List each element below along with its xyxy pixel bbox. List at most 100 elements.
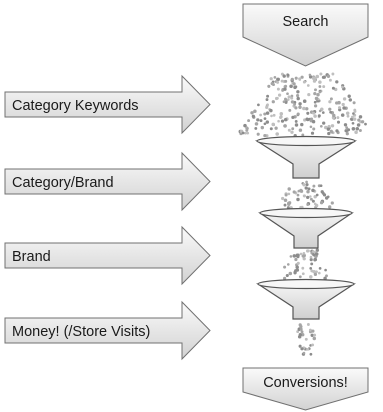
particle-dot	[306, 111, 310, 115]
particle-dot	[296, 112, 300, 116]
particle-dot	[341, 85, 344, 89]
particle-dot	[271, 122, 275, 127]
particle-dot	[330, 124, 335, 128]
particle-dot	[265, 111, 270, 115]
particle-dot	[316, 92, 320, 97]
particle-dot	[340, 113, 345, 117]
particle-dot	[296, 261, 300, 265]
particle-dot	[306, 195, 310, 200]
particle-dot	[287, 187, 291, 191]
particle-dot	[289, 84, 293, 89]
particle-dot	[360, 120, 365, 124]
particle-dot	[314, 96, 319, 101]
particle-dot	[308, 328, 312, 332]
particle-dot	[353, 108, 357, 112]
particle-dots	[238, 72, 367, 356]
particle-dot	[290, 77, 294, 81]
particle-dot	[326, 195, 330, 199]
particle-dot	[309, 125, 313, 129]
particle-dot	[295, 265, 299, 269]
particle-dot	[277, 119, 280, 123]
particle-dot	[306, 249, 310, 253]
particle-dot	[283, 87, 287, 91]
particle-dot	[330, 130, 334, 134]
particle-dot	[308, 73, 312, 77]
particle-dot	[306, 190, 310, 194]
particle-dot	[329, 110, 332, 114]
particle-dot	[332, 113, 336, 118]
particle-dot	[331, 86, 335, 90]
particle-dot	[298, 78, 302, 81]
particle-dot	[291, 115, 295, 120]
stage-label-money: Money! (/Store Visits)	[12, 324, 150, 340]
particle-dot	[321, 75, 325, 79]
particle-dot	[306, 84, 310, 87]
particle-dot	[346, 114, 350, 118]
particle-dot	[328, 205, 332, 209]
particle-dot	[311, 329, 315, 333]
particle-dot	[312, 336, 317, 341]
particle-dot	[298, 105, 302, 109]
particle-dot	[276, 80, 280, 84]
particle-dot	[312, 79, 317, 83]
particle-dot	[265, 105, 269, 109]
particle-dot	[313, 272, 318, 277]
particle-dot	[310, 117, 314, 121]
particle-dot	[247, 119, 251, 123]
particle-dot	[283, 265, 287, 269]
particle-dot	[352, 101, 356, 105]
particle-dot	[272, 113, 276, 117]
particle-dot	[331, 72, 335, 76]
particle-dot	[289, 255, 293, 258]
particle-dot	[315, 193, 319, 197]
particle-dot	[287, 192, 291, 196]
particle-dot	[310, 262, 314, 266]
particle-dot	[318, 267, 322, 270]
particle-dot	[294, 257, 298, 262]
particle-dot	[321, 111, 325, 114]
particle-dot	[276, 96, 279, 100]
funnel-3	[255, 278, 357, 320]
particle-dot	[319, 124, 323, 128]
particle-dot	[269, 108, 273, 113]
particle-dot	[288, 271, 293, 276]
stage-arrow-category-keywords: Category Keywords	[4, 74, 211, 135]
particle-dot	[298, 128, 303, 132]
particle-dot	[243, 123, 247, 128]
particle-dot	[345, 132, 349, 136]
particle-dot	[311, 111, 316, 115]
particle-dot	[269, 127, 273, 131]
conversions-label: Conversions!	[263, 375, 348, 391]
particle-dot	[348, 98, 353, 102]
particle-dot	[342, 106, 346, 110]
particle-dot	[266, 103, 269, 107]
particle-dot	[354, 130, 358, 135]
particle-dot	[336, 120, 341, 124]
particle-dot	[287, 98, 290, 101]
particle-dot	[352, 117, 357, 121]
particle-dot	[312, 253, 316, 257]
particle-dot	[298, 275, 302, 279]
particle-dot	[322, 193, 327, 197]
particle-dot	[292, 190, 296, 194]
particle-dot	[337, 106, 342, 110]
particle-dot	[315, 248, 319, 252]
particle-dot	[351, 121, 355, 125]
particle-dot	[263, 133, 267, 138]
particle-dot	[304, 337, 308, 341]
particle-dot	[254, 122, 259, 126]
particle-dot	[343, 123, 348, 127]
particle-dot	[266, 94, 270, 98]
particle-dot	[280, 119, 285, 123]
particle-dot	[329, 97, 333, 101]
particle-dot	[298, 344, 302, 348]
particle-dot	[337, 100, 341, 105]
particle-dot	[324, 268, 327, 272]
particle-dot	[287, 95, 291, 99]
particle-dot	[285, 273, 289, 278]
particle-dot	[294, 76, 298, 80]
particle-dot	[324, 125, 328, 130]
particle-dot	[309, 352, 313, 356]
particle-dot	[279, 112, 284, 116]
particle-dot	[328, 100, 332, 104]
